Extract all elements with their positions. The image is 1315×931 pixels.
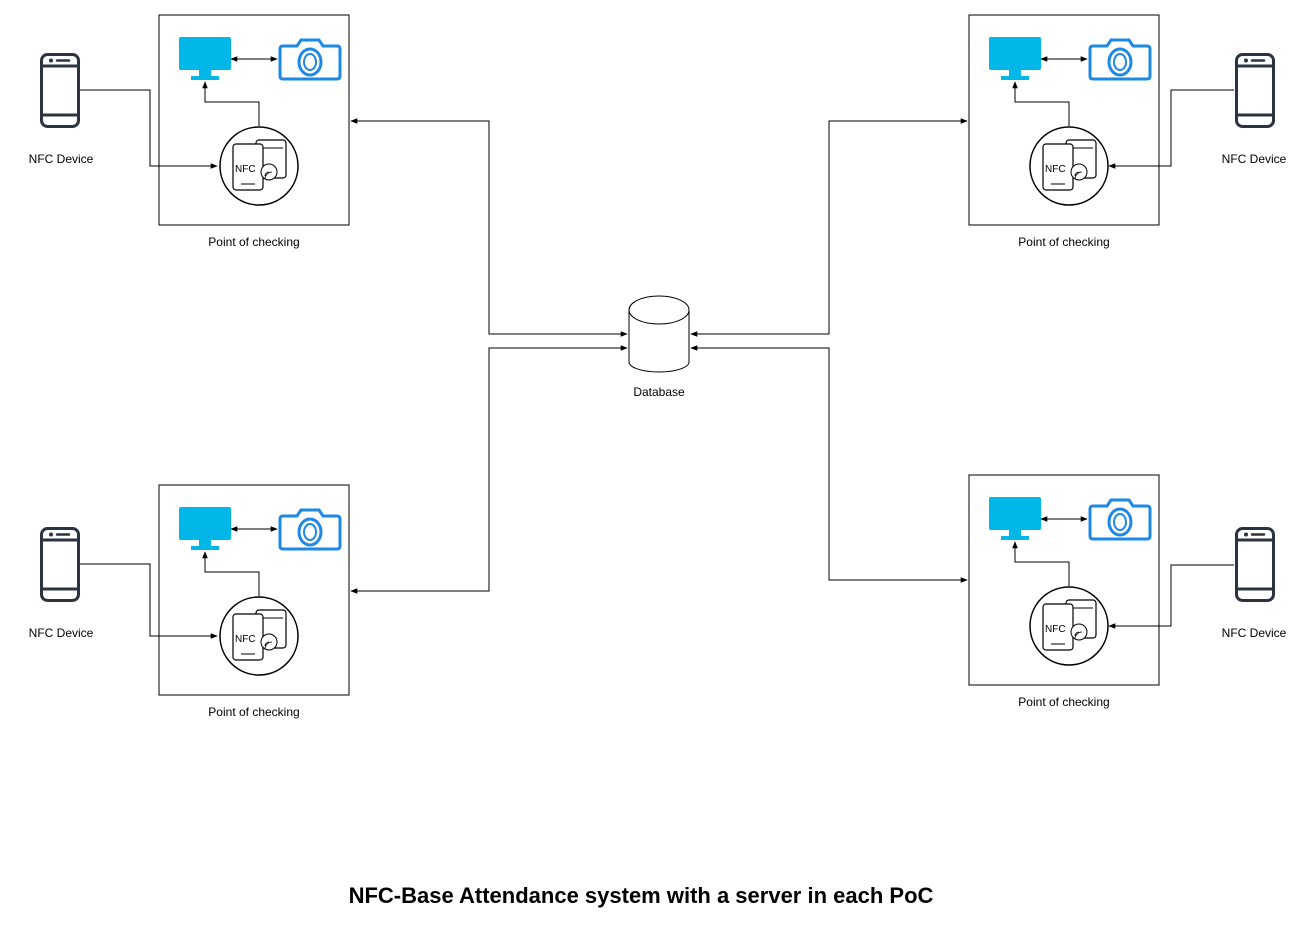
nfc-device-label: NFC Device: [29, 626, 94, 640]
diagram-title: NFC-Base Attendance system with a server…: [349, 883, 934, 908]
camera-icon: [278, 38, 342, 81]
database-label: Database: [633, 385, 685, 399]
nfc-reader-icon: NFC: [219, 596, 299, 676]
smartphone-icon: [40, 527, 80, 602]
monitor-icon: [179, 37, 231, 80]
nfc-device-label: NFC Device: [29, 152, 94, 166]
nfc-text: NFC: [1045, 624, 1066, 635]
camera-icon: [1088, 38, 1152, 81]
nfc-reader-icon: NFC: [219, 126, 299, 206]
device-to-reader-link: [1108, 89, 1234, 169]
db-link-bottom-left: [350, 345, 628, 594]
smartphone-icon: [1235, 527, 1275, 602]
poc-bottom-right: NFC Point of checking NFC Device: [968, 474, 1287, 709]
monitor-icon: [989, 497, 1041, 540]
nfc-reader-icon: NFC: [1029, 586, 1109, 666]
device-to-reader-link: [80, 89, 218, 169]
device-to-reader-link: [1108, 564, 1234, 629]
poc-label: Point of checking: [208, 235, 299, 249]
nfc-text: NFC: [235, 634, 256, 645]
nfc-text: NFC: [1045, 164, 1066, 175]
poc-top-right: NFC Point of checking NFC Device: [968, 14, 1287, 249]
smartphone-icon: [1235, 53, 1275, 128]
monitor-icon: [989, 37, 1041, 80]
db-link-bottom-right: [690, 345, 968, 583]
nfc-device-label: NFC Device: [1222, 152, 1287, 166]
nfc-device-label: NFC Device: [1222, 626, 1287, 640]
device-to-reader-link: [80, 563, 218, 639]
reader-to-monitor-link: [1012, 81, 1070, 126]
db-link-top-right: [690, 118, 968, 337]
smartphone-icon: [40, 53, 80, 128]
reader-to-monitor-link: [202, 81, 260, 126]
reader-to-monitor-link: [1012, 541, 1070, 586]
camera-icon: [278, 508, 342, 551]
poc-label: Point of checking: [208, 705, 299, 719]
database-cylinder-icon: [628, 295, 690, 373]
poc-label: Point of checking: [1018, 695, 1109, 709]
nfc-text: NFC: [235, 164, 256, 175]
db-link-top-left: [350, 118, 628, 337]
nfc-reader-icon: NFC: [1029, 126, 1109, 206]
poc-bottom-left: NFC Point of checking NFC Device: [29, 484, 350, 719]
reader-to-monitor-link: [202, 551, 260, 596]
poc-label: Point of checking: [1018, 235, 1109, 249]
poc-top-left: NFC Point of checking NFC Device: [29, 14, 350, 249]
monitor-icon: [179, 507, 231, 550]
camera-icon: [1088, 498, 1152, 541]
